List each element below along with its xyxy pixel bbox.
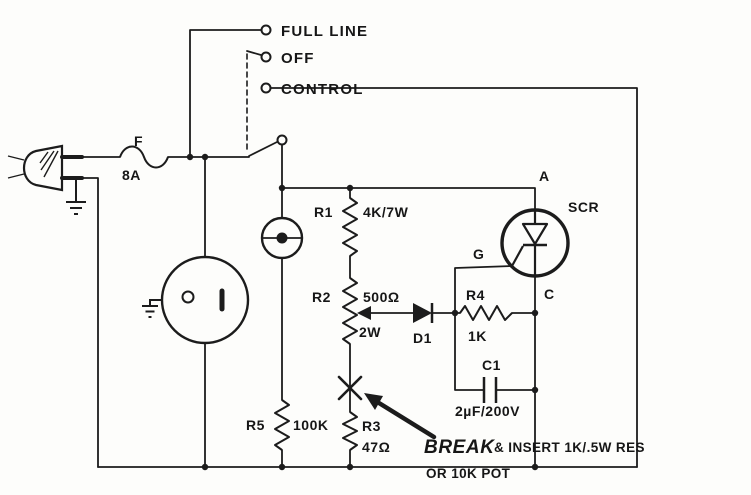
plug-ground-symbol <box>66 178 86 215</box>
terminal-off <box>260 51 272 63</box>
label-scr-anode: A <box>539 168 550 184</box>
lamp-center-dot <box>276 232 288 244</box>
switch-arm-lower <box>248 141 278 157</box>
label-r2-power: 2W <box>359 324 381 340</box>
potentiometer-r2 <box>342 277 358 345</box>
terminal-full-line <box>260 24 272 36</box>
plug-hatch <box>43 150 59 178</box>
label-r5-value: 100K <box>293 417 328 433</box>
label-scr: SCR <box>568 199 599 215</box>
wire-control-return <box>270 87 638 468</box>
plug-hatch <box>40 150 55 171</box>
label-scr-cathode: C <box>544 286 555 302</box>
junction-dot <box>531 463 539 471</box>
scr-triangle <box>521 222 549 246</box>
junction-dot <box>531 386 539 394</box>
label-r2-value: 500Ω <box>363 289 400 305</box>
junction-dot <box>201 463 209 471</box>
break-x-mark <box>337 375 363 401</box>
indicator-lamp <box>260 216 304 260</box>
terminal-switch-common <box>276 134 288 146</box>
label-d1: D1 <box>413 330 432 346</box>
junction-dot <box>201 153 209 161</box>
plug-cord-strand <box>7 155 25 161</box>
break-x-stroke <box>337 375 363 401</box>
outlet-ground-symbol <box>142 299 162 318</box>
mode-selector-switch <box>246 24 288 157</box>
diode-triangle <box>413 303 432 323</box>
plug-cord-strand <box>7 173 25 179</box>
fuse-symbol <box>119 145 169 169</box>
resistor-r4 <box>459 305 513 321</box>
ground-lead <box>149 299 162 306</box>
outlet-round-slot <box>181 290 195 304</box>
label-r1: R1 <box>314 204 333 220</box>
junction-dot <box>186 153 194 161</box>
resistor-r5 <box>274 399 290 451</box>
resistor-r3 <box>342 411 358 451</box>
diode-d1 <box>413 303 434 323</box>
label-c1: C1 <box>482 357 501 373</box>
junction-dots <box>186 153 539 471</box>
label-off: OFF <box>281 50 315 67</box>
resistor-r1 <box>342 197 358 257</box>
scr-device <box>500 208 570 278</box>
terminal-control <box>260 82 272 94</box>
junction-dot <box>451 309 459 317</box>
junction-dot <box>278 463 286 471</box>
resistors <box>274 197 513 451</box>
label-fuse-designator: F <box>134 133 143 149</box>
scr-gate-lead <box>511 245 524 267</box>
label-r2: R2 <box>312 289 331 305</box>
label-control: CONTROL <box>281 81 364 98</box>
switch-arm-upper <box>246 50 262 56</box>
junction-dot <box>531 309 539 317</box>
label-r3: R3 <box>362 418 381 434</box>
junction-dot <box>278 184 286 192</box>
junction-dot <box>346 184 354 192</box>
capacitor-c1 <box>482 377 498 403</box>
junction-dot <box>346 463 354 471</box>
label-fuse-rating: 8A <box>122 167 141 183</box>
wire-c1-left <box>454 312 485 391</box>
arrow-shaft <box>376 400 437 440</box>
label-full-line: FULL LINE <box>281 23 368 40</box>
wire-neutral-drop <box>81 177 99 468</box>
label-r5: R5 <box>246 417 265 433</box>
plug-hatch <box>39 151 49 164</box>
wire-full-line-riser <box>189 29 262 158</box>
annotation-insert-text: & INSERT 1K/.5W RES <box>494 440 645 455</box>
ac-plug <box>7 144 84 192</box>
annotation-break-word: BREAK <box>424 437 495 458</box>
arrow-head <box>364 393 383 410</box>
label-scr-gate: G <box>473 246 484 262</box>
annotation-or-text: OR 10K POT <box>426 466 511 481</box>
outlet-face <box>160 255 250 345</box>
wire-gate-lead <box>454 265 513 314</box>
wire-load-bus <box>281 187 536 211</box>
outlet-receptacle <box>160 255 250 345</box>
label-r4: R4 <box>466 287 485 303</box>
r2-wiper-arrow <box>357 306 371 320</box>
label-r1-value: 4K/7W <box>363 204 409 220</box>
label-r3-value: 47Ω <box>362 439 390 455</box>
label-r4-value: 1K <box>468 328 487 344</box>
label-c1-value: 2µF/200V <box>455 403 520 419</box>
wires <box>81 29 638 468</box>
callout-arrow <box>364 393 437 440</box>
